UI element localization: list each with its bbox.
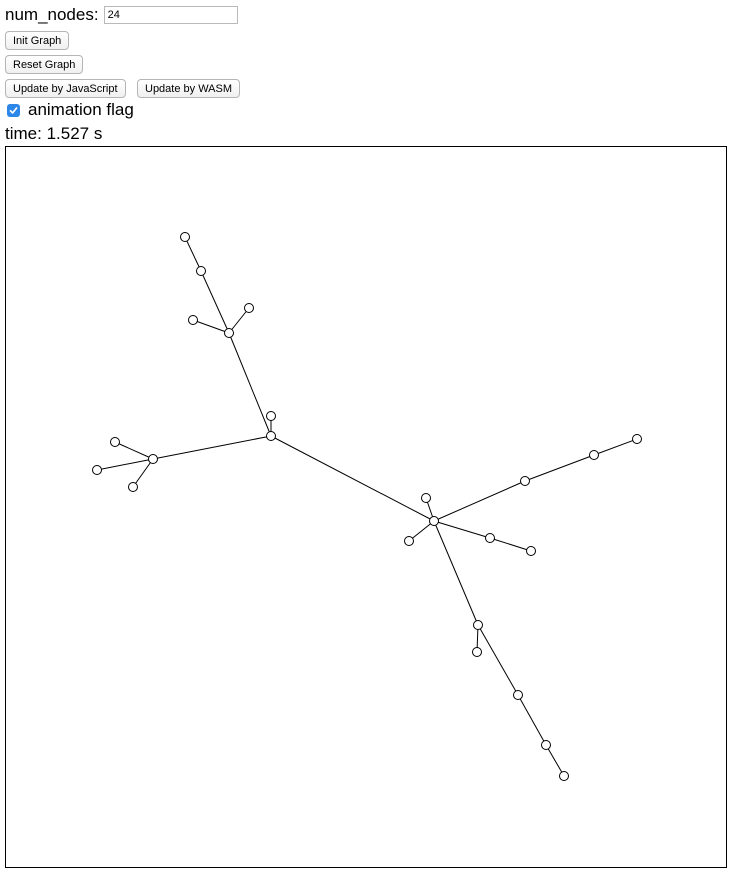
graph-edge xyxy=(517,694,547,746)
time-readout: time: 1.527 s xyxy=(5,124,102,144)
graph-node[interactable] xyxy=(632,434,642,444)
graph-node[interactable] xyxy=(196,266,206,276)
graph-edge xyxy=(228,332,272,437)
time-unit: s xyxy=(89,124,103,143)
graph-canvas[interactable] xyxy=(5,146,727,868)
reset-graph-button[interactable]: Reset Graph xyxy=(5,55,84,74)
graph-edge xyxy=(200,270,230,334)
num-nodes-row: num_nodes: xyxy=(5,4,238,26)
graph-node[interactable] xyxy=(92,465,102,475)
graph-edge xyxy=(132,458,154,488)
graph-node[interactable] xyxy=(188,315,198,325)
graph-edge xyxy=(489,537,532,552)
num-nodes-label: num_nodes: xyxy=(5,5,99,24)
graph-edge xyxy=(545,744,565,777)
graph-edge xyxy=(524,454,595,482)
graph-node[interactable] xyxy=(266,431,276,441)
time-prefix: time: xyxy=(5,124,47,143)
graph-edge xyxy=(408,520,435,542)
animation-flag-label: animation flag xyxy=(28,100,134,119)
graph-node[interactable] xyxy=(224,328,234,338)
graph-node[interactable] xyxy=(148,454,158,464)
graph-node[interactable] xyxy=(244,303,254,313)
nodes-layer xyxy=(92,232,642,781)
graph-edge xyxy=(114,441,154,460)
graph-node[interactable] xyxy=(541,740,551,750)
graph-edge xyxy=(184,236,202,272)
graph-node[interactable] xyxy=(421,493,431,503)
graph-svg xyxy=(92,232,642,781)
graph-node[interactable] xyxy=(473,620,483,630)
graph-node[interactable] xyxy=(429,516,439,526)
graph-node[interactable] xyxy=(559,771,569,781)
graph-node[interactable] xyxy=(404,536,414,546)
graph-edge xyxy=(96,458,154,471)
graph-node[interactable] xyxy=(589,450,599,460)
update-javascript-button[interactable]: Update by JavaScript xyxy=(5,79,126,98)
graph-node[interactable] xyxy=(520,476,530,486)
graph-node[interactable] xyxy=(266,411,276,421)
graph-edge xyxy=(152,435,272,460)
graph-node[interactable] xyxy=(180,232,190,242)
graph-edge xyxy=(228,307,250,334)
graph-node[interactable] xyxy=(110,437,120,447)
update-wasm-button[interactable]: Update by WASM xyxy=(137,79,241,98)
graph-edge xyxy=(593,438,638,456)
graph-node[interactable] xyxy=(485,533,495,543)
graph-edge xyxy=(477,624,519,696)
graph-edge xyxy=(270,435,435,522)
time-value: 1.527 xyxy=(46,124,90,143)
graph-edge xyxy=(192,319,230,334)
graph-node[interactable] xyxy=(526,546,536,556)
graph-node[interactable] xyxy=(513,690,523,700)
graph-edge xyxy=(433,520,479,626)
animation-flag-row: animation flag xyxy=(7,100,134,120)
graph-node[interactable] xyxy=(128,482,138,492)
graph-edge xyxy=(433,520,491,539)
edges-layer xyxy=(96,236,638,777)
init-graph-button[interactable]: Init Graph xyxy=(5,31,70,50)
animation-flag-checkbox[interactable] xyxy=(7,103,20,117)
graph-edge xyxy=(433,480,526,522)
graph-node[interactable] xyxy=(472,647,482,657)
num-nodes-input[interactable] xyxy=(103,6,238,24)
checkmark-icon xyxy=(9,106,18,114)
